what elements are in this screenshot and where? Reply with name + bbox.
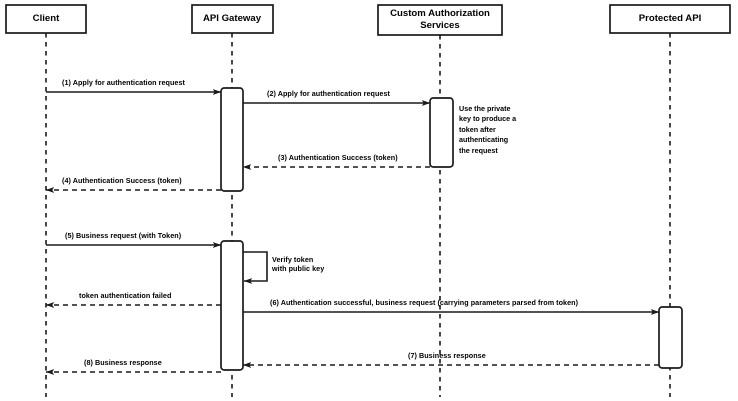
lifelines-group [45, 33, 671, 397]
activation-bar-act-protapi[interactable] [658, 306, 683, 369]
activation-bars-group [220, 87, 683, 371]
actor-label-authsvc: Custom Authorization Services [390, 8, 490, 31]
actor-box-protapi[interactable] [609, 4, 731, 34]
message-label-8: (8) Business response [84, 358, 162, 367]
actor-box-gateway[interactable] [191, 4, 274, 34]
message-label-1: (1) Apply for authentication request [62, 78, 185, 87]
message-label-token-auth-failed: token authentication failed [79, 291, 172, 300]
actor-label-protapi: Protected API [638, 13, 702, 25]
actor-label-gateway: API Gateway [202, 13, 262, 25]
actor-label-client: Client [32, 13, 60, 25]
actor-box-authsvc[interactable] [377, 4, 503, 36]
self-message-arrow-verify-token[interactable] [243, 251, 268, 285]
message-lines-group [45, 88, 660, 376]
actor-box-client[interactable] [5, 4, 87, 34]
message-label-3: (3) Authentication Success (token) [278, 153, 398, 162]
message-label-6: (6) Authentication successful, business … [270, 298, 579, 307]
activation-bar-act-authsvc[interactable] [429, 97, 454, 168]
activation-bar-act-gateway-auth[interactable] [220, 87, 244, 192]
self-message-label-verify-token: Verify token with public key [272, 255, 325, 273]
message-label-5: (5) Business request (with Token) [65, 231, 182, 240]
message-label-7: (7) Business response [408, 351, 486, 360]
self-message-group [243, 251, 268, 285]
message-label-4: (4) Authentication Success (token) [62, 176, 182, 185]
activation-bar-act-gateway-biz[interactable] [220, 240, 244, 371]
note-private-key-note: Use the private key to produce a token a… [459, 104, 517, 155]
actor-boxes-group [5, 4, 731, 36]
message-label-2: (2) Apply for authentication request [267, 89, 390, 98]
